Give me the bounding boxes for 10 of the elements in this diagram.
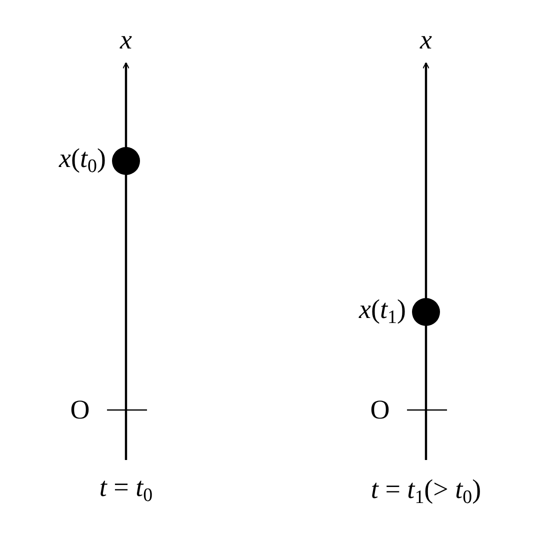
time-label: t = t$_{0}$ (99, 474, 153, 506)
point-label: x(t$_{0}$) (59, 145, 106, 177)
point-marker (412, 298, 440, 326)
time-label: t = t$_{1}$(> t$_{0}$) (370, 476, 482, 508)
origin-label: O (370, 396, 390, 424)
point-marker (112, 147, 140, 175)
point-label: x(t$_{1}$) (359, 296, 406, 328)
origin-label: O (70, 396, 90, 424)
axis-label: x (420, 26, 432, 54)
axis-label: x (120, 26, 132, 54)
